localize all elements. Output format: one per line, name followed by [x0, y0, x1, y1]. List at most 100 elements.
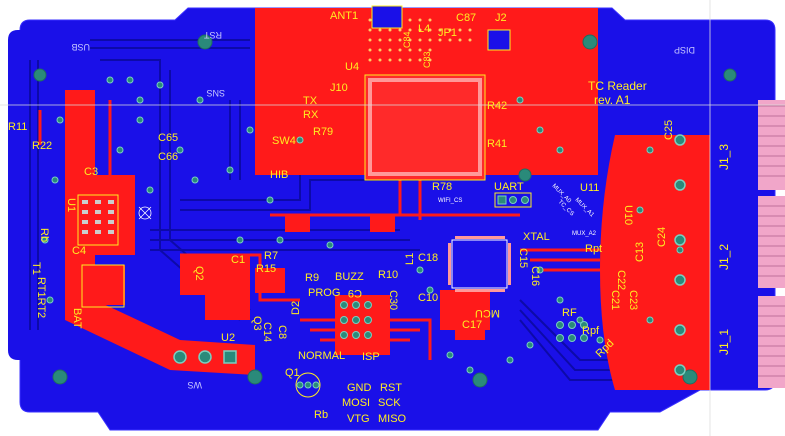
label-rb-left: Rb	[38, 228, 50, 242]
label-u4: U4	[345, 61, 359, 73]
label-u2: U2	[221, 332, 235, 344]
board-revision: rev. A1	[594, 93, 631, 107]
j2-connector	[487, 29, 511, 51]
label-j1-1: J1_1	[717, 329, 731, 355]
board-title: TC Reader	[588, 79, 647, 93]
label-prog: PROG	[308, 287, 340, 299]
label-rst: RST	[203, 30, 222, 40]
label-c21: C21	[609, 290, 621, 310]
u1-pads	[82, 200, 114, 234]
label-q3: Q3	[251, 316, 263, 331]
label-vtg: VTG	[347, 413, 370, 425]
label-rpf: Rpf	[582, 325, 600, 337]
label-c83: C83	[422, 51, 432, 68]
vias	[41, 76, 684, 374]
label-buzz: BUZZ	[335, 271, 364, 283]
q1-transistor	[295, 372, 321, 398]
label-mux-a2: MUX_A2	[572, 231, 597, 237]
power-copper-left	[65, 90, 255, 375]
label-c66: C66	[158, 151, 178, 163]
bat-outline	[81, 264, 125, 308]
label-sck: SCK	[378, 397, 401, 409]
label-bat: BAT	[71, 308, 83, 329]
label-sw4: SW4	[272, 135, 296, 147]
label-c9: C9	[348, 287, 362, 299]
label-l1: L1	[404, 253, 416, 265]
label-uart: UART	[494, 181, 524, 193]
label-c17: C17	[462, 319, 482, 331]
label-c3: C3	[84, 166, 98, 178]
label-r9: R9	[305, 272, 319, 284]
tc-pads	[674, 134, 686, 376]
label-rb-bottom: Rb	[314, 409, 328, 421]
label-j1-3: J1_3	[717, 144, 731, 170]
label-c4: C4	[72, 245, 86, 257]
label-ws: WS	[188, 380, 203, 390]
ws-header-pads	[173, 350, 237, 364]
label-r7: R7	[264, 250, 278, 262]
label-r41: R41	[487, 138, 507, 150]
label-c65: C65	[158, 132, 178, 144]
label-disp: DISP	[674, 45, 695, 55]
label-u10: U10	[622, 205, 634, 225]
wifi-module-u4	[364, 74, 486, 181]
label-c18: C18	[418, 252, 438, 264]
label-r10: R10	[378, 269, 398, 281]
label-rt1rt2: RT1RT2	[35, 277, 47, 318]
label-j2: J2	[495, 12, 507, 24]
rf-header	[556, 321, 588, 342]
uart-header	[494, 192, 532, 208]
mounting-holes	[33, 34, 737, 388]
label-c13: C13	[634, 242, 646, 262]
edge-connectors	[758, 100, 785, 388]
label-d2: D2	[290, 301, 302, 315]
label-rx: RX	[303, 109, 319, 121]
label-hib: HIB	[270, 169, 288, 181]
label-j10: J10	[330, 82, 348, 94]
label-r22: R22	[32, 140, 52, 152]
antenna-ant1	[371, 5, 403, 29]
board-left-lobe	[8, 30, 60, 360]
label-c30: C30	[387, 290, 399, 310]
label-miso: MISO	[378, 413, 407, 425]
label-c25: C25	[663, 120, 675, 140]
label-c87: C87	[456, 12, 476, 24]
pad-rect-1	[285, 214, 310, 232]
label-c22: C22	[615, 270, 627, 290]
label-wifi-cs: WIFI_CS	[438, 198, 462, 204]
label-c23: C23	[627, 290, 639, 310]
pad-u2-area	[205, 290, 250, 320]
label-r15: R15	[256, 263, 276, 275]
label-q1: Q1	[285, 367, 300, 379]
label-rf: RF	[562, 307, 577, 319]
label-mcu: MCU	[475, 307, 500, 319]
pad-rect-2	[370, 214, 395, 232]
pad-c17	[455, 305, 485, 340]
label-c10: C10	[418, 292, 438, 304]
label-r78: R78	[432, 181, 452, 193]
label-rpt: Rpt	[585, 243, 602, 255]
label-normal: NORMAL	[298, 350, 345, 362]
label-l4: L4	[418, 23, 430, 35]
label-c8: C8	[276, 325, 288, 339]
pad-r15	[255, 268, 285, 293]
label-rst-isp: RST	[380, 382, 402, 394]
label-u11: U11	[580, 182, 599, 194]
label-ant1: ANT1	[330, 10, 358, 22]
label-c1: C1	[231, 254, 245, 266]
isp-header	[340, 301, 372, 339]
label-r42: R42	[487, 100, 507, 112]
label-jp1: JP1	[438, 27, 457, 39]
mcu-chip	[451, 239, 508, 289]
u1-chip	[77, 194, 119, 246]
label-c15: C15	[517, 248, 529, 268]
label-j1-2: J1_2	[717, 244, 731, 270]
label-mosi: MOSI	[342, 397, 370, 409]
mcu-pads	[448, 236, 511, 292]
label-c24: C24	[656, 227, 668, 247]
label-xtal: XTAL	[523, 231, 550, 243]
label-q2: Q2	[193, 266, 205, 281]
wifi-module-pads	[368, 78, 482, 176]
label-c14: C14	[261, 322, 273, 342]
